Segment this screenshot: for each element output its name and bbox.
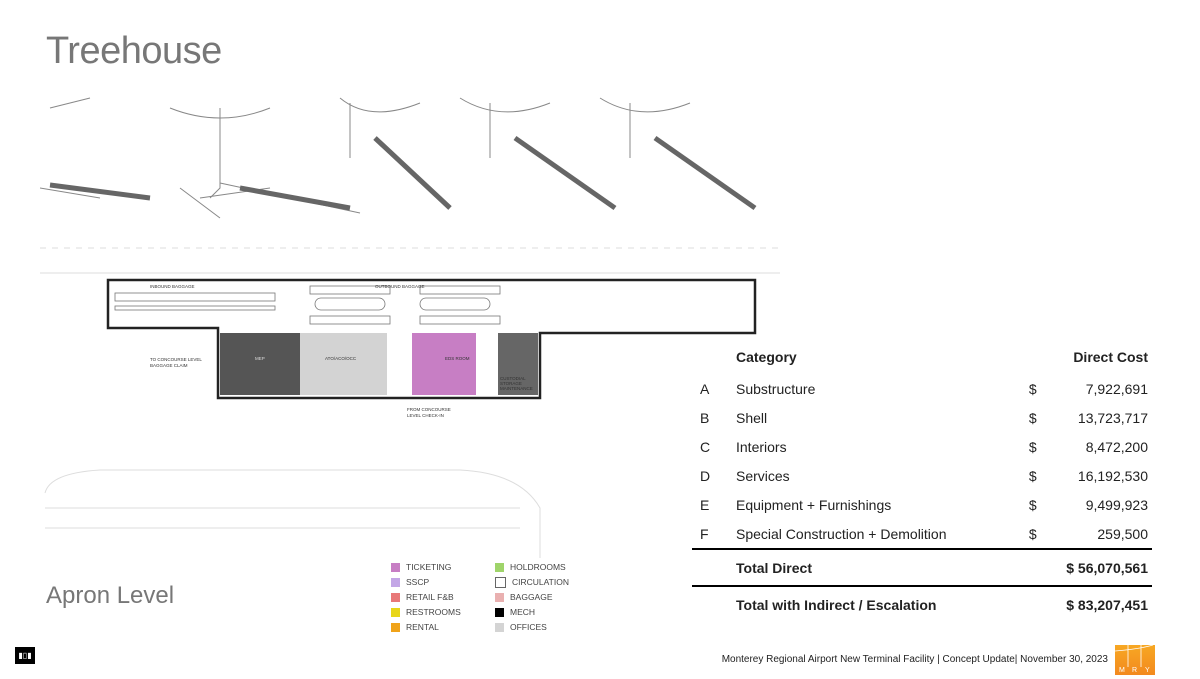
legend-swatch bbox=[495, 592, 504, 602]
row-letter: E bbox=[700, 496, 710, 513]
row-letter: F bbox=[700, 525, 709, 542]
label-maintenance: MAINTENANCE bbox=[500, 386, 533, 391]
legend-label: RESTROOMS bbox=[406, 607, 461, 617]
row-letter: C bbox=[700, 438, 711, 455]
row-category: Equipment + Furnishings bbox=[736, 496, 892, 513]
legend-swatch bbox=[391, 577, 400, 587]
legend-item: CIRCULATION bbox=[495, 576, 595, 588]
room-ato bbox=[300, 333, 387, 395]
legend: TICKETING HOLDROOMS SSCP CIRCULATION RETAIL … bbox=[391, 562, 595, 632]
row-cost: 16,192,530 bbox=[1077, 467, 1148, 484]
legend-swatch bbox=[391, 607, 400, 617]
row-letter: D bbox=[700, 467, 711, 484]
row-currency: $ bbox=[1028, 525, 1037, 542]
label-to-claim: TO CONCOURSE LEVEL bbox=[150, 357, 202, 362]
table-row: C Interiors $8,472,200 bbox=[692, 432, 1152, 461]
row-letter: A bbox=[700, 380, 710, 397]
row-cost: 9,499,923 bbox=[1085, 496, 1148, 513]
jet-bridges bbox=[49, 135, 757, 211]
table-row: E Equipment + Furnishings $9,499,923 bbox=[692, 490, 1152, 519]
legend-item: SSCP bbox=[391, 577, 495, 587]
apron-road bbox=[44, 469, 541, 558]
row-letter: B bbox=[700, 409, 710, 426]
legend-label: RENTAL bbox=[406, 622, 439, 632]
row-category: Shell bbox=[736, 409, 768, 426]
table-row: A Substructure $7,922,691 bbox=[692, 374, 1152, 403]
total-direct-value: $ 56,070,561 bbox=[1028, 548, 1152, 586]
table-row: F Special Construction + Demolition $259,5… bbox=[692, 519, 1152, 549]
room-mep bbox=[220, 333, 300, 395]
row-category: Services bbox=[736, 467, 790, 484]
legend-swatch bbox=[495, 576, 506, 588]
legend-label: HOLDROOMS bbox=[510, 562, 566, 572]
legend-swatch bbox=[391, 562, 400, 572]
legend-label: OFFICES bbox=[510, 622, 547, 632]
total-direct-label: Total Direct bbox=[736, 548, 1029, 586]
firm-logo: ▮▯▮ bbox=[15, 647, 35, 664]
label-eds: EDS ROOM bbox=[445, 356, 470, 361]
aircraft-outlines bbox=[40, 97, 691, 219]
header-cost: Direct Cost bbox=[1073, 349, 1148, 365]
legend-swatch bbox=[495, 622, 504, 632]
room-eds bbox=[412, 333, 476, 395]
label-outbound: OUTBOUND BAGGAGE bbox=[375, 284, 425, 289]
label-storage: STORAGE bbox=[500, 381, 522, 386]
floor-plan: INBOUND BAGGAGE OUTBOUND BAGGAGE TO CONC… bbox=[40, 97, 780, 558]
label-inbound: INBOUND BAGGAGE bbox=[150, 284, 195, 289]
header-category: Category bbox=[736, 349, 797, 365]
row-cost: 13,723,717 bbox=[1077, 409, 1148, 426]
legend-label: MECH bbox=[510, 607, 536, 617]
legend-item: RESTROOMS bbox=[391, 607, 495, 617]
label-mep: MEP bbox=[255, 356, 265, 361]
table-header: Category Direct Cost bbox=[692, 340, 1152, 374]
footer-text: Monterey Regional Airport New Terminal F… bbox=[721, 654, 1108, 665]
legend-label: SSCP bbox=[406, 577, 430, 587]
row-currency: $ bbox=[1028, 496, 1037, 513]
legend-item: RENTAL bbox=[391, 622, 495, 632]
label-custodial: CUSTODIAL bbox=[500, 376, 526, 381]
table-row: D Services $16,192,530 bbox=[692, 461, 1152, 490]
total-indirect-value: $ 83,207,451 bbox=[1028, 585, 1152, 623]
row-currency: $ bbox=[1028, 380, 1037, 397]
legend-item: OFFICES bbox=[495, 622, 595, 632]
legend-item: TICKETING bbox=[391, 562, 495, 572]
legend-swatch bbox=[391, 622, 400, 632]
cost-table: Category Direct Cost A Substructure $7,922… bbox=[692, 340, 1152, 623]
level-label: Apron Level bbox=[46, 582, 175, 609]
label-ato: ATO/ACO/OCC bbox=[325, 356, 357, 361]
row-category: Substructure bbox=[736, 380, 816, 397]
legend-label: BAGGAGE bbox=[510, 592, 553, 602]
terminal-outline bbox=[106, 278, 757, 400]
label-from-checkin-2: LEVEL CHECK-IN bbox=[407, 413, 444, 418]
row-currency: $ bbox=[1028, 409, 1037, 426]
row-cost: 7,922,691 bbox=[1085, 380, 1148, 397]
legend-label: TICKETING bbox=[406, 562, 452, 572]
legend-swatch bbox=[495, 562, 504, 572]
legend-item: BAGGAGE bbox=[495, 592, 595, 602]
row-category: Interiors bbox=[736, 438, 787, 455]
table-row: B Shell $13,723,717 bbox=[692, 403, 1152, 432]
total-direct-row: Total Direct $ 56,070,561 bbox=[692, 548, 1152, 586]
legend-label: RETAIL F&B bbox=[406, 592, 454, 602]
row-currency: $ bbox=[1028, 438, 1037, 455]
row-cost: 8,472,200 bbox=[1085, 438, 1148, 455]
total-indirect-row: Total with Indirect / Escalation $ 83,20… bbox=[692, 585, 1152, 623]
legend-item: HOLDROOMS bbox=[495, 562, 595, 572]
legend-label: CIRCULATION bbox=[512, 577, 569, 587]
slide-title: Treehouse bbox=[46, 30, 222, 72]
legend-item: RETAIL F&B bbox=[391, 592, 495, 602]
label-to-claim-2: BAGGAGE CLAIM bbox=[150, 363, 188, 368]
legend-swatch bbox=[495, 607, 504, 617]
room-custodial bbox=[498, 333, 538, 395]
row-currency: $ bbox=[1028, 467, 1037, 484]
label-from-checkin: FROM CONCOURSE bbox=[407, 407, 451, 412]
total-indirect-label: Total with Indirect / Escalation bbox=[736, 585, 1029, 623]
legend-item: MECH bbox=[495, 607, 595, 617]
row-category: Special Construction + Demolition bbox=[736, 525, 947, 542]
row-cost: 259,500 bbox=[1097, 525, 1148, 542]
legend-swatch bbox=[391, 592, 400, 602]
